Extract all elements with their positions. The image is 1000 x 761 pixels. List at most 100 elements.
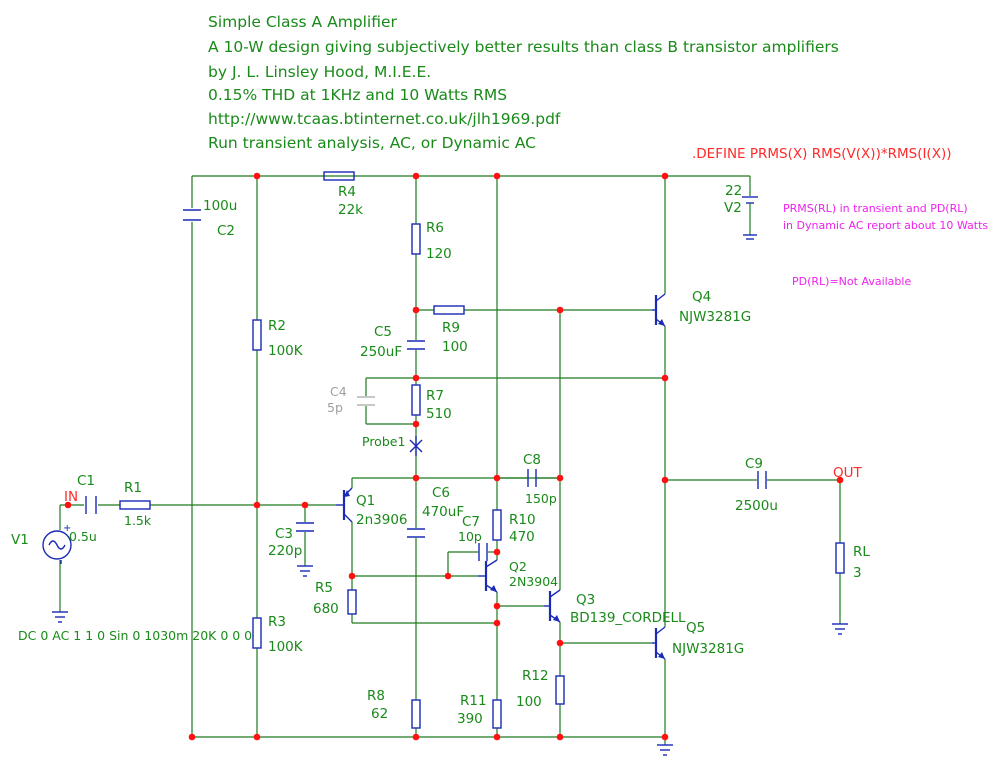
ground-icon-main [657,744,673,756]
label-r1: R1 [124,480,142,496]
label-c3: C3 [275,526,293,542]
component-labels: IN OUT C1 R1 1.5k V1 0.5u DC 0 AC 1 1 0 … [11,183,870,727]
model-q3: BD139_CORDELL [570,610,686,626]
label-v1: V1 [11,532,29,548]
label-r12: R12 [522,668,549,684]
value-v1: 0.5u [69,529,97,544]
label-q5: Q5 [686,620,705,636]
ground-icon-rl [832,623,848,635]
value-r2: 100K [268,343,304,359]
label-r9: R9 [442,320,460,336]
transistor-q1 [336,487,353,523]
value-r1: 1.5k [124,513,152,528]
label-c1: C1 [77,473,95,489]
source-spec: DC 0 AC 1 1 0 Sin 0 1030m 20K 0 0 0 [18,628,252,643]
value-c4: 5p [327,400,343,415]
value-v2: 22 [725,183,742,199]
resistor-rl [835,542,845,574]
label-r8: R8 [367,688,385,704]
value-r4: 22k [338,202,363,218]
value-r10: 470 [509,529,535,545]
resistor-r9 [433,305,465,315]
ground-symbols [52,565,848,756]
header-subtitle: A 10-W design giving subjectively better… [208,38,839,56]
transistors [336,293,666,660]
header-url: http://www.tcaas.btinternet.co.uk/jlh196… [208,110,561,128]
value-c7: 10p [458,529,482,544]
value-r7: 510 [426,406,452,422]
value-c8: 150p [525,491,557,506]
label-q3: Q3 [576,592,595,608]
value-r12: 100 [516,694,542,710]
resistors [119,171,845,729]
capacitor-c3 [296,522,314,532]
supply-v2 [742,196,758,240]
ground-icon-c3 [297,565,313,577]
value-r6: 120 [426,246,452,262]
capacitor-c5 [407,340,425,350]
model-q4: NJW3281G [679,309,751,325]
capacitor-c7 [478,543,488,561]
capacitors [85,209,767,561]
label-r4: R4 [338,184,356,200]
note-prms-1: PRMS(RL) in transient and PD(RL) [783,202,968,215]
resistor-r4 [323,171,355,181]
label-c5: C5 [374,324,392,340]
value-r11: 390 [457,711,483,727]
label-rl: RL [853,544,870,560]
resistor-r11 [492,699,502,729]
value-rl: 3 [853,565,862,581]
label-v2: V2 [724,200,742,216]
label-r5: R5 [315,580,333,596]
resistor-r12 [555,675,565,705]
resistor-r3 [252,617,262,649]
capacitor-c1 [85,496,97,514]
header-thd: 0.15% THD at 1KHz and 10 Watts RMS [208,86,507,104]
node-dots [64,172,844,741]
label-r7: R7 [426,388,444,404]
label-q1: Q1 [356,493,375,509]
label-r10: R10 [509,512,536,528]
label-c6: C6 [432,485,450,501]
transistor-q3 [544,589,561,623]
header-title: Simple Class A Amplifier [208,13,398,31]
note-prms-2: in Dynamic AC report about 10 Watts [783,219,988,232]
label-c7: C7 [462,514,480,530]
define-statement: .DEFINE PRMS(X) RMS(V(X))*RMS(I(X)) [692,146,952,162]
resistor-r2 [252,319,262,351]
header-instructions: Run transient analysis, AC, or Dynamic A… [208,134,536,152]
value-c2: 100u [203,198,237,214]
capacitor-c9 [757,471,767,489]
capacitor-c6 [407,528,425,538]
transistor-q5 [652,626,666,660]
value-c5: 250uF [360,344,402,360]
model-q1: 2n3906 [356,512,408,528]
node-label-out: OUT [833,465,863,481]
transistor-q2 [478,559,498,593]
value-r9: 100 [442,339,468,355]
label-c8: C8 [523,452,541,468]
source-v1: + [42,523,72,564]
value-c6: 470uF [422,504,464,520]
value-r5: 680 [313,601,339,617]
resistor-r7 [411,384,421,416]
resistor-r6 [411,223,421,255]
header-author: by J. L. Linsley Hood, M.I.E.E. [208,63,431,81]
capacitor-c8 [527,469,537,487]
ground-icon-v1 [52,611,68,623]
label-r6: R6 [426,220,444,236]
label-r11: R11 [460,693,487,709]
note-pd: PD(RL)=Not Available [792,275,911,288]
resistor-r10 [492,509,502,541]
value-r8: 62 [371,706,388,722]
label-q2: Q2 [509,559,527,574]
label-c2: C2 [217,223,235,239]
label-c9: C9 [745,456,763,472]
label-r2: R2 [268,318,286,334]
value-c9: 2500u [735,498,778,514]
value-r3: 100K [268,639,304,655]
label-c4: C4 [330,384,347,399]
model-q5: NJW3281G [672,641,744,657]
header: Simple Class A Amplifier A 10-W design g… [208,13,839,152]
